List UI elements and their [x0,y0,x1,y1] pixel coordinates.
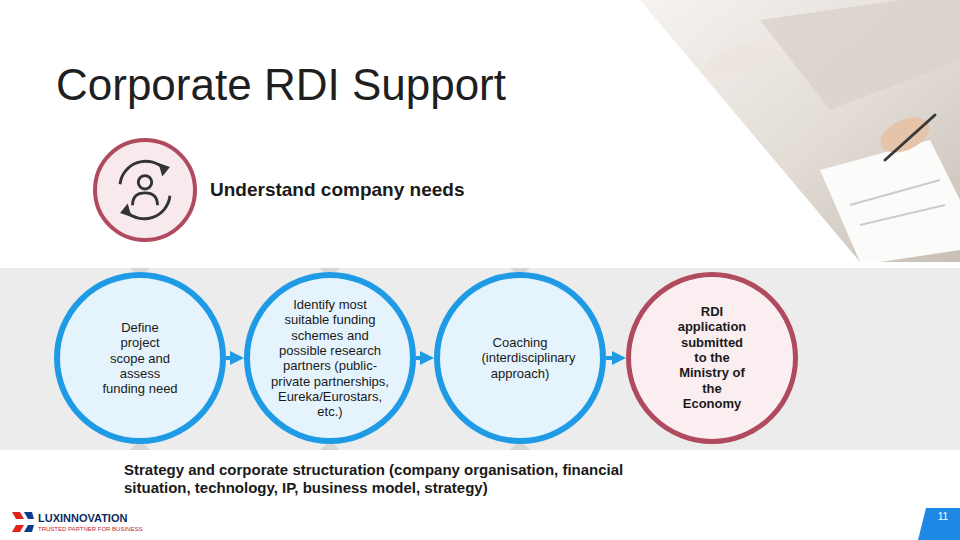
people-cycle-icon [97,142,193,238]
process-circle: Define project scope and assess funding … [54,272,226,444]
icon-circle: Understand company needs [93,138,197,242]
node-text: Identify most suitable funding schemes a… [270,297,391,420]
photo-chart-line [860,205,945,225]
flow-arrow [606,356,618,360]
page-number: 11 [926,511,960,523]
footer-note: Strategy and corporate structuration (co… [124,461,624,497]
photo-pen [885,115,935,160]
node-text: Understand company needs [210,179,464,201]
photo-paper [820,140,960,262]
node-text: Define project scope and assess funding … [102,320,179,397]
process-circle: Coaching (interdisciplinary approach) [434,272,606,444]
text-block: RDI application submitted to the Ministr… [674,304,751,411]
text-block: Identify most suitable funding schemes a… [270,297,391,420]
office-photo [640,0,960,262]
text-block: Understand company needs [210,179,464,201]
photo-ground [640,0,960,262]
text-block: Coaching (interdisciplinary approach) [482,335,559,381]
slide-title: Corporate RDI Support [56,60,506,111]
flow-arrow [226,356,236,360]
grey-band [0,268,960,450]
photo-person [760,0,960,110]
logo-name: LUXINNOVATION [38,512,127,525]
photo-chart-line [850,180,940,205]
photo-hand [875,110,935,159]
text-block: Define project scope and assess funding … [102,320,179,397]
flow-arrow [416,356,426,360]
node-text: Coaching (interdisciplinary approach) [482,335,559,381]
result-circle: RDI application submitted to the Ministr… [626,272,798,444]
logo-tagline: TRUSTED PARTNER FOR BUSINESS [38,526,142,533]
node-text: RDI application submitted to the Ministr… [674,304,751,411]
process-circle: Identify most suitable funding schemes a… [244,272,416,444]
logo-symbol [12,512,34,532]
page-number-box [918,508,960,540]
photo-hand [698,33,783,87]
